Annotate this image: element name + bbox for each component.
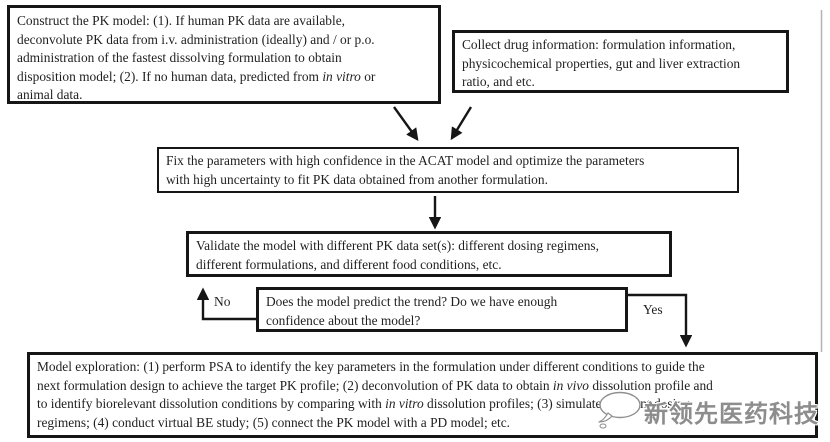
text-segment: dissolution profile and bbox=[589, 377, 713, 393]
text-line: Validate the model with different PK dat… bbox=[196, 237, 663, 256]
text-segment: ratio, and etc. bbox=[462, 74, 535, 90]
text-line: disposition model; (2). If no human data… bbox=[17, 68, 432, 87]
text-segment: deconvolute PK data from i.v. administra… bbox=[17, 31, 375, 47]
text-segment: with high uncertainty to fit PK data obt… bbox=[166, 171, 548, 187]
text-segment: animal data. bbox=[17, 87, 83, 103]
yes-label: Yes bbox=[643, 302, 663, 317]
text-segment-italic: in vitro bbox=[322, 68, 361, 84]
text-segment: Validate the model with different PK dat… bbox=[196, 238, 599, 253]
text-segment: different formulations, and different fo… bbox=[196, 256, 502, 272]
text-line: Collect drug information: formulation in… bbox=[462, 36, 780, 55]
text-line: administration of the fastest dissolving… bbox=[17, 49, 432, 68]
text-segment: Collect drug information: formulation in… bbox=[462, 37, 736, 52]
box-construct-pk-model: Construct the PK model: (1). If human PK… bbox=[7, 5, 441, 104]
text-segment: Fix the parameters with high confidence … bbox=[166, 153, 645, 168]
text-segment: confidence about the model? bbox=[266, 312, 421, 328]
text-segment-italic: in vivo bbox=[552, 377, 589, 393]
arrow-collect-to-fix bbox=[450, 106, 473, 141]
no-label: No bbox=[214, 294, 231, 309]
text-segment: Model exploration: (1) perform PSA to id… bbox=[37, 359, 705, 374]
text-segment: regimens; (4) conduct virtual BE study; … bbox=[37, 414, 511, 430]
text-line: Construct the PK model: (1). If human PK… bbox=[17, 12, 432, 31]
text-line: different formulations, and different fo… bbox=[196, 256, 663, 275]
text-line: Fix the parameters with high confidence … bbox=[166, 152, 731, 171]
text-line: confidence about the model? bbox=[266, 312, 619, 331]
text-line: Model exploration: (1) perform PSA to id… bbox=[37, 358, 809, 377]
watermark: 新领先医药科技 bbox=[594, 388, 819, 434]
text-line: next formulation design to achieve the t… bbox=[37, 377, 809, 396]
box-fix-parameters-acat: Fix the parameters with high confidence … bbox=[157, 147, 739, 193]
box-decision-model-trend: Does the model predict the trend? Do we … bbox=[256, 287, 628, 332]
speech-bubble-logo-icon bbox=[598, 391, 641, 429]
text-line: ratio, and etc. bbox=[462, 73, 780, 92]
text-segment: administration of the fastest dissolving… bbox=[17, 50, 342, 66]
text-line: animal data. bbox=[17, 86, 432, 105]
text-segment: or bbox=[360, 68, 376, 84]
text-segment: Does the model predict the trend? Do we … bbox=[266, 294, 558, 309]
text-segment: disposition model; (2). If no human data… bbox=[17, 68, 323, 84]
text-line: Does the model predict the trend? Do we … bbox=[266, 293, 619, 312]
box-validate-model: Validate the model with different PK dat… bbox=[186, 231, 672, 277]
box-collect-drug-information: Collect drug information: formulation in… bbox=[452, 30, 789, 93]
text-segment: physicochemical properties, gut and live… bbox=[462, 55, 741, 71]
watermark-text: 新领先医药科技 bbox=[644, 399, 819, 428]
box-model-exploration: Model exploration: (1) perform PSA to id… bbox=[27, 352, 818, 438]
text-line: physicochemical properties, gut and live… bbox=[462, 55, 780, 74]
text-segment: next formulation design to achieve the t… bbox=[37, 377, 553, 393]
text-line: deconvolute PK data from i.v. administra… bbox=[17, 31, 432, 50]
text-segment: Construct the PK model: (1). If human PK… bbox=[17, 13, 345, 28]
text-line: regimens; (4) conduct virtual BE study; … bbox=[37, 414, 809, 433]
text-line: with high uncertainty to fit PK data obt… bbox=[166, 171, 731, 190]
arrow-construct-to-fix bbox=[393, 106, 419, 142]
text-segment-italic: in vitro bbox=[385, 396, 424, 412]
text-segment: to identify biorelevant dissolution cond… bbox=[37, 396, 386, 412]
